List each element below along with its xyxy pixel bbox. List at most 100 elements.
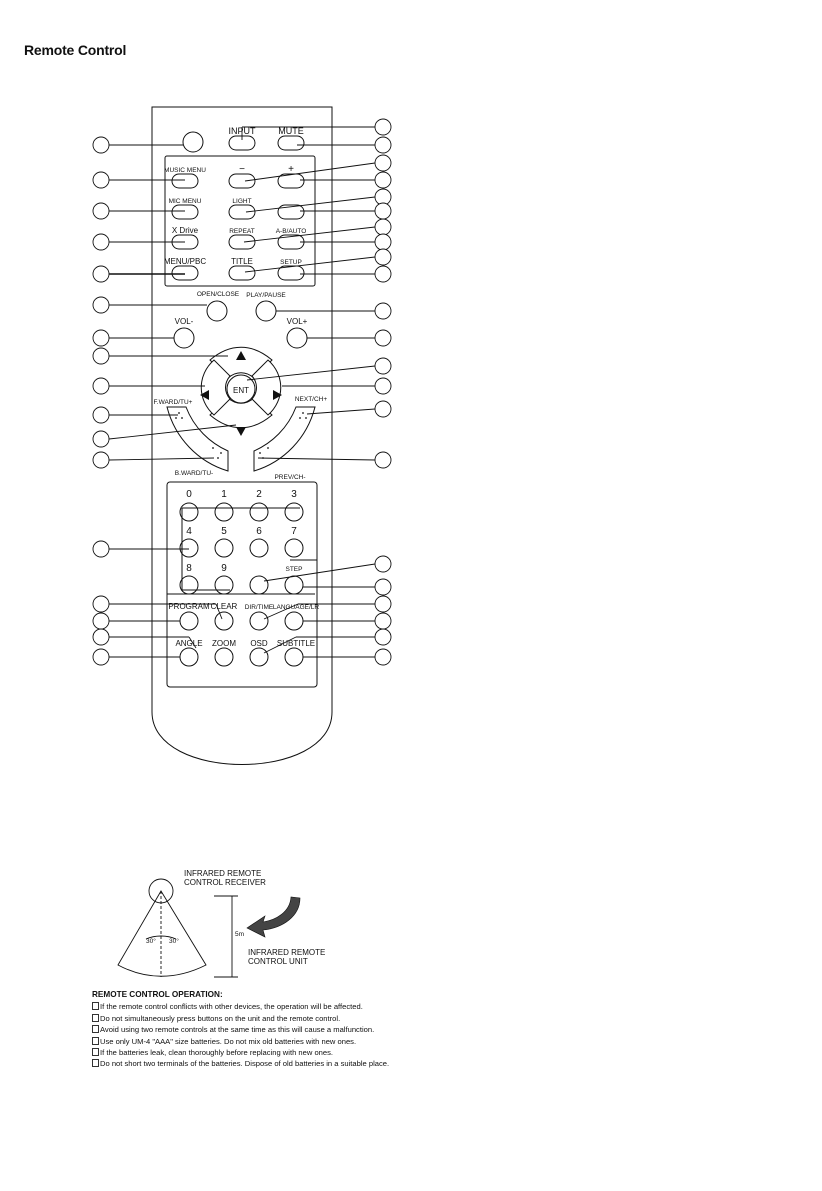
- digit-4-label: 4: [186, 526, 192, 537]
- f-ward-button[interactable]: [166, 406, 229, 472]
- a-b-auto-label: A-B/AUTO: [276, 228, 307, 235]
- curved-arrow-icon: [246, 896, 301, 938]
- digit-7-label: 7: [291, 526, 297, 537]
- mic-menu-button[interactable]: [171, 204, 199, 220]
- f-ward-label: F.WARD/TU+: [154, 399, 193, 406]
- play-pause-label: PLAY/PAUSE: [246, 292, 286, 299]
- play-pause-button[interactable]: [255, 300, 277, 322]
- digit-5-label: 5: [221, 526, 227, 537]
- setup-label: SETUP: [280, 259, 302, 266]
- digit-5-button[interactable]: [214, 538, 234, 558]
- x-drive-label: X Drive: [172, 226, 199, 235]
- top-button-block: [164, 155, 316, 287]
- subtitle-button[interactable]: [284, 647, 304, 667]
- menu-pbc-button[interactable]: [171, 265, 199, 281]
- title-button[interactable]: [228, 265, 256, 281]
- power-button[interactable]: [182, 131, 204, 153]
- title-label: TITLE: [231, 257, 253, 266]
- down-arrow-icon: [236, 427, 246, 436]
- digit-6-button[interactable]: [249, 538, 269, 558]
- bullet-box-icon: [92, 1059, 99, 1068]
- vol-minus-button[interactable]: [173, 327, 195, 349]
- language-button[interactable]: [284, 611, 304, 631]
- language-label: LANGUAGE/LR: [273, 604, 320, 611]
- music-menu-button[interactable]: [171, 173, 199, 189]
- mute-button[interactable]: [277, 135, 305, 151]
- b-ward-label: B.WARD/TU-: [175, 470, 213, 477]
- up-arrow-icon: [236, 351, 246, 360]
- page-title: Remote Control: [24, 42, 127, 58]
- plus-label: +: [288, 164, 294, 175]
- ir-cone: [117, 890, 207, 977]
- angle-left-label: 30°: [146, 937, 156, 945]
- operation-line: Do not simultaneously press buttons on t…: [92, 1013, 452, 1024]
- plus-button[interactable]: [277, 173, 305, 189]
- mic-menu-label: MIC MENU: [169, 198, 202, 205]
- digit-0-label: 0: [186, 489, 192, 500]
- digit-3-label: 3: [291, 489, 297, 500]
- ir-unit-label-1: INFRARED REMOTE: [248, 948, 325, 957]
- digit-6-label: 6: [256, 526, 262, 537]
- clear-button[interactable]: [214, 611, 234, 631]
- operation-notes: REMOTE CONTROL OPERATION: If the remote …: [92, 989, 452, 1070]
- light-button[interactable]: [228, 204, 256, 220]
- vol-plus-label: VOL+: [287, 317, 308, 326]
- osd-button[interactable]: [249, 647, 269, 667]
- digit-1-label: 1: [221, 489, 227, 500]
- distance-label: 5m: [235, 931, 244, 938]
- digit-2-label: 2: [256, 489, 262, 500]
- operation-line: Avoid using two remote controls at the s…: [92, 1024, 452, 1035]
- bullet-box-icon: [92, 1048, 99, 1057]
- next-ch-button[interactable]: [253, 406, 316, 472]
- input-label: INPUT: [229, 126, 257, 136]
- digit-9-button[interactable]: [214, 575, 234, 595]
- dir-time-label: DIR/TIME: [245, 604, 274, 611]
- digit-2-button[interactable]: [249, 502, 269, 522]
- bullet-box-icon: [92, 1036, 99, 1045]
- subtitle-label: SUBTITLE: [277, 639, 315, 648]
- digit-7-button[interactable]: [284, 538, 304, 558]
- angle-label: ANGLE: [175, 639, 202, 648]
- minus-button[interactable]: [228, 173, 256, 189]
- zoom-button[interactable]: [214, 647, 234, 667]
- operation-line: Do not short two terminals of the batter…: [92, 1058, 452, 1069]
- step-button[interactable]: [284, 575, 304, 595]
- digit-3-button[interactable]: [284, 502, 304, 522]
- open-close-label: OPEN/CLOSE: [197, 291, 240, 298]
- digit-8-label: 8: [186, 563, 192, 574]
- repeat-label: REPEAT: [229, 228, 255, 235]
- light-label: LIGHT: [232, 198, 251, 205]
- setup-button[interactable]: [277, 265, 305, 281]
- enter-button[interactable]: [226, 374, 256, 404]
- bullet-box-icon: [92, 1013, 99, 1022]
- enter-label: ENT: [233, 386, 249, 395]
- operation-title: REMOTE CONTROL OPERATION:: [92, 990, 223, 999]
- digit-4-button[interactable]: [179, 538, 199, 558]
- step-label: STEP: [286, 566, 303, 573]
- open-close-button[interactable]: [206, 300, 228, 322]
- ir-receiver-label-1: INFRARED REMOTE: [184, 869, 261, 878]
- minus-label: −: [239, 164, 245, 175]
- dir-time-button[interactable]: [249, 611, 269, 631]
- callout-circle: [92, 136, 110, 154]
- program-button[interactable]: [179, 611, 199, 631]
- next-label: NEXT/CH+: [295, 396, 328, 403]
- operation-line: If the remote control conflicts with oth…: [92, 1001, 452, 1012]
- light-right-button[interactable]: [277, 204, 305, 220]
- angle-button[interactable]: [179, 647, 199, 667]
- ir-receiver-label-2: CONTROL RECEIVER: [184, 878, 266, 887]
- mute-label: MUTE: [278, 126, 304, 136]
- nav-left-button[interactable]: [200, 359, 231, 416]
- goto-button[interactable]: [249, 575, 269, 595]
- program-label: PROGRAM: [168, 602, 210, 611]
- repeat-button[interactable]: [228, 234, 256, 250]
- digit-1-button[interactable]: [214, 502, 234, 522]
- angle-right-label: 30°: [169, 937, 179, 945]
- digit-8-button[interactable]: [179, 575, 199, 595]
- digit-0-button[interactable]: [179, 502, 199, 522]
- music-menu-label: MUSIC MENU: [164, 167, 206, 174]
- vol-plus-button[interactable]: [286, 327, 308, 349]
- digit-9-label: 9: [221, 563, 227, 574]
- ir-unit-label-2: CONTROL UNIT: [248, 957, 308, 966]
